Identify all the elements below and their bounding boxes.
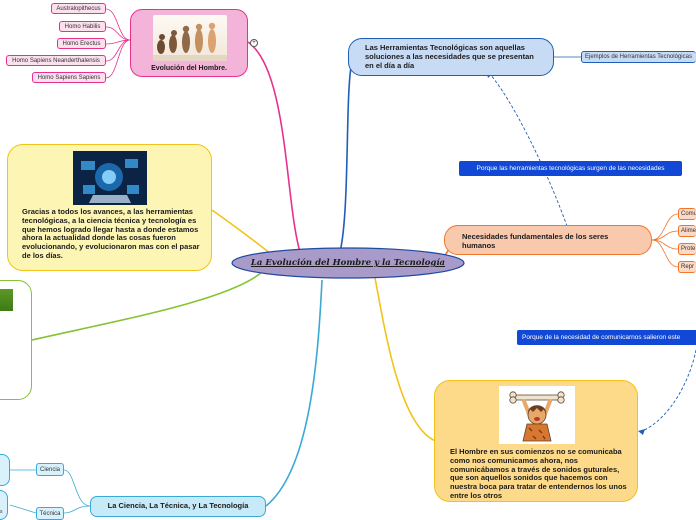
relation-label-1[interactable]: Porque las herramientas tecnológicas sur… — [459, 161, 682, 176]
central-topic-label: La Evolución del Hombre y la Tecnología — [250, 258, 446, 268]
caveman-text: El Hombre en sus comienzos no se comunic… — [450, 447, 627, 500]
needs-child-connectors — [651, 213, 679, 268]
advances-topic[interactable]: Gracias a todos los avances, a las herra… — [7, 144, 212, 271]
tools-examples[interactable]: Ejemplos de Herramientas Tecnológicas — [581, 51, 696, 63]
connector-tools — [339, 61, 353, 253]
connector-evolution — [247, 41, 301, 253]
relation-label-2[interactable]: Porque de la necesidad de comunicarnos s… — [517, 330, 696, 345]
caveman-topic[interactable]: El Hombre en sus comienzos no se comunic… — [434, 380, 638, 502]
need-reproduction[interactable]: Repr — [678, 261, 696, 273]
connector-science — [265, 279, 323, 507]
advances-text: Gracias a todos los avances, a las herra… — [22, 207, 200, 260]
technology-image — [73, 151, 147, 205]
human-evolution-image — [153, 15, 227, 61]
needs-topic-label: Necesidades fundamentales de los seres h… — [462, 232, 609, 250]
central-topic[interactable]: La Evolución del Hombre y la Tecnología — [232, 255, 464, 271]
green-topic-image — [0, 289, 13, 311]
relation-arrow-2 — [639, 349, 696, 433]
evolution-topic[interactable]: Evolución del Hombre. — [130, 9, 248, 77]
science-child-connectors — [9, 469, 91, 514]
evolution-title: Evolución del Hombre. — [151, 65, 227, 72]
science-child-tecnica[interactable]: Técnica — [36, 507, 64, 520]
tecnica-detail-fragment: s — [0, 509, 3, 515]
central-node-shape[interactable] — [231, 247, 465, 279]
species-homo-sapiens-neanderthalensis[interactable]: Homo Sapiens Neanderthalensis — [6, 55, 106, 66]
need-communication[interactable]: Comu — [678, 208, 696, 220]
ciencia-detail-box[interactable] — [0, 454, 10, 486]
species-australopithecus[interactable]: Australopithecus — [51, 3, 106, 14]
science-child-ciencia[interactable]: Ciencia — [36, 463, 64, 476]
connector-caveman — [374, 277, 439, 443]
caveman-image — [499, 386, 575, 444]
green-topic[interactable] — [0, 280, 32, 400]
tools-topic-label: Las Herramientas Tecnológicas son aquell… — [365, 43, 534, 70]
expand-toggle-icon[interactable]: + — [250, 39, 258, 47]
species-homo-habilis[interactable]: Homo Habilis — [59, 21, 106, 32]
species-homo-sapiens-sapiens[interactable]: Homo Sapiens Sapiens — [32, 72, 106, 83]
needs-topic[interactable]: Necesidades fundamentales de los seres h… — [444, 225, 652, 255]
connector-advances — [211, 209, 273, 256]
arrowhead-2 — [638, 429, 645, 435]
connector-green — [31, 271, 263, 341]
science-topic[interactable]: La Ciencia, La Técnica, y La Tecnología — [90, 496, 266, 517]
tecnica-detail-box[interactable] — [0, 490, 8, 520]
tools-topic[interactable]: Las Herramientas Tecnológicas son aquell… — [348, 38, 554, 76]
science-topic-label: La Ciencia, La Técnica, y La Tecnología — [107, 501, 249, 511]
evolution-child-connectors — [105, 8, 131, 79]
species-homo-erectus[interactable]: Homo Erectus — [57, 38, 106, 49]
need-food[interactable]: Alime — [678, 225, 696, 237]
need-protection[interactable]: Prote — [678, 243, 696, 255]
